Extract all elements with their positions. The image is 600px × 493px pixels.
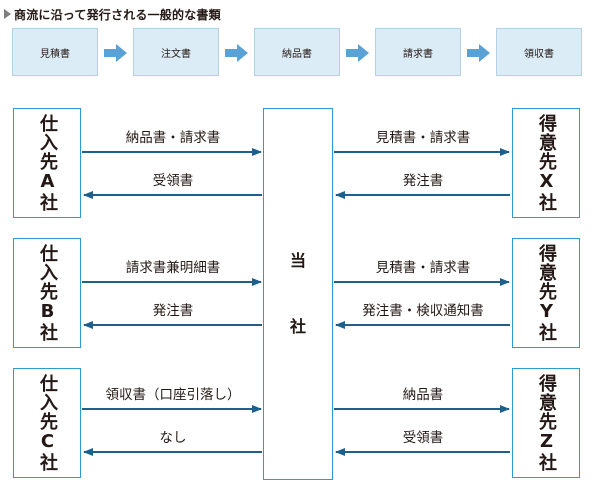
flow-step-order: 注文書 [133,28,219,76]
supplier-c-box: 仕入先C社 [13,368,81,478]
doc-label-z-to-center: 受領書 [402,430,444,446]
flow-arrow-icon [104,44,127,62]
customer-y-box: 得意先Y社 [512,238,580,348]
supplier-a-label: 仕入先A社 [37,114,58,212]
customer-y-label: 得意先Y社 [536,244,557,342]
customer-z-label: 得意先Z社 [536,374,557,472]
flow-arrow-icon [225,44,248,62]
doc-label-center-to-y: 見積書・請求書 [375,260,471,276]
flow-step-delivery: 納品書 [254,28,340,76]
supplier-a-box: 仕入先A社 [13,108,81,218]
doc-label-center-to-b: 発注書 [152,303,194,319]
doc-label-x-to-center: 発注書 [402,173,444,189]
doc-label-center-to-z: 納品書 [402,387,444,403]
flow-arrow-icon [467,44,490,62]
flow-arrow-icon [346,44,369,62]
doc-label-b-to-center: 請求書兼明細書 [125,260,221,276]
doc-label-center-to-c: なし [159,430,187,446]
customer-x-box: 得意先X社 [512,108,580,218]
supplier-c-label: 仕入先C社 [37,374,58,472]
doc-label-center-to-x: 見積書・請求書 [375,130,471,146]
supplier-b-box: 仕入先B社 [13,238,81,348]
flow-step-invoice: 請求書 [375,28,461,76]
customer-z-box: 得意先Z社 [512,368,580,478]
flow-step-estimate: 見積書 [12,28,98,76]
doc-label-y-to-center: 発注書・検収通知書 [362,303,484,319]
diagram-title: 商流に沿って発行される一般的な書類 [4,4,221,24]
supplier-b-label: 仕入先B社 [37,244,58,342]
doc-label-c-to-center: 領収書（口座引落し） [105,387,241,403]
doc-label-center-to-a: 受領書 [152,173,194,189]
title-text: 商流に沿って発行される一般的な書類 [14,7,221,22]
doc-label-a-to-center: 納品書・請求書 [125,130,221,146]
our-company-char-2: 社 [289,317,306,336]
flow-step-receipt: 領収書 [496,28,582,76]
our-company-char-1: 当 [289,251,306,270]
customer-x-label: 得意先X社 [536,114,557,212]
our-company-box: 当 社 [263,108,333,480]
title-marker-icon [4,9,11,19]
